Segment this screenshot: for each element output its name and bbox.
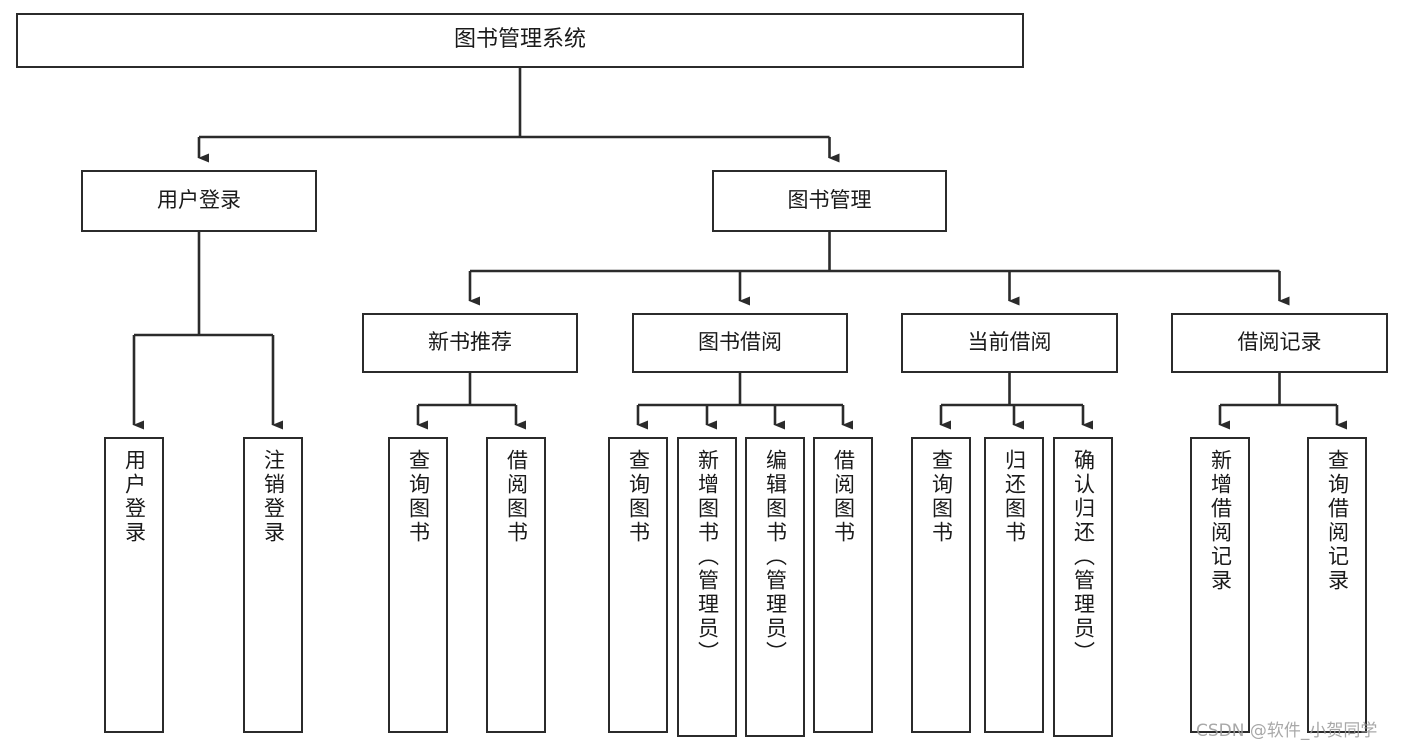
node-leaf-borrow-book-2[interactable]: 借阅图书: [813, 437, 873, 733]
node-label: 查询图书: [406, 449, 431, 545]
node-label: 借阅记录: [1237, 330, 1322, 355]
node-label: 新增借阅记录: [1208, 449, 1233, 593]
node-label: 编辑图书（管理员）: [763, 449, 788, 665]
node-label: 注销登录: [261, 449, 286, 545]
node-new-book-recommend[interactable]: 新书推荐: [362, 313, 578, 373]
node-root-system[interactable]: 图书管理系统: [16, 13, 1024, 68]
node-leaf-edit-book[interactable]: 编辑图书（管理员）: [745, 437, 805, 737]
node-leaf-query-book-2[interactable]: 查询图书: [608, 437, 668, 733]
node-label: 当前借阅: [967, 330, 1052, 355]
node-label: 借阅图书: [504, 449, 529, 545]
node-label: 查询图书: [626, 449, 651, 545]
csdn-watermark: CSDN @软件_小贺同学: [1196, 721, 1378, 741]
node-book-borrow[interactable]: 图书借阅: [632, 313, 848, 373]
node-borrow-record[interactable]: 借阅记录: [1171, 313, 1388, 373]
node-label: 查询图书: [929, 449, 954, 545]
node-label: 图书管理系统: [453, 27, 586, 53]
node-leaf-add-borrow-record[interactable]: 新增借阅记录: [1190, 437, 1250, 733]
node-leaf-return-book[interactable]: 归还图书: [984, 437, 1044, 733]
node-label: 归还图书: [1002, 449, 1027, 545]
node-leaf-query-book-1[interactable]: 查询图书: [388, 437, 448, 733]
node-current-borrow[interactable]: 当前借阅: [901, 313, 1118, 373]
node-leaf-query-book-3[interactable]: 查询图书: [911, 437, 971, 733]
node-leaf-user-logout[interactable]: 注销登录: [243, 437, 303, 733]
node-label: 确认归还（管理员）: [1071, 449, 1096, 665]
node-label: 用户登录: [157, 188, 241, 213]
node-leaf-query-borrow-record[interactable]: 查询借阅记录: [1307, 437, 1367, 733]
node-label: 图书管理: [787, 188, 872, 213]
node-book-manage[interactable]: 图书管理: [712, 170, 947, 232]
node-leaf-user-login[interactable]: 用户登录: [104, 437, 164, 733]
node-leaf-confirm-return[interactable]: 确认归还（管理员）: [1053, 437, 1113, 737]
node-label: 用户登录: [122, 449, 147, 545]
node-user-login[interactable]: 用户登录: [81, 170, 317, 232]
node-leaf-add-book[interactable]: 新增图书（管理员）: [677, 437, 737, 737]
node-label: 新书推荐: [428, 330, 512, 355]
node-leaf-borrow-book-1[interactable]: 借阅图书: [486, 437, 546, 733]
node-label: 图书借阅: [698, 330, 782, 355]
node-label: 借阅图书: [831, 449, 856, 545]
node-label: 新增图书（管理员）: [695, 449, 720, 665]
node-label: 查询借阅记录: [1325, 449, 1350, 593]
